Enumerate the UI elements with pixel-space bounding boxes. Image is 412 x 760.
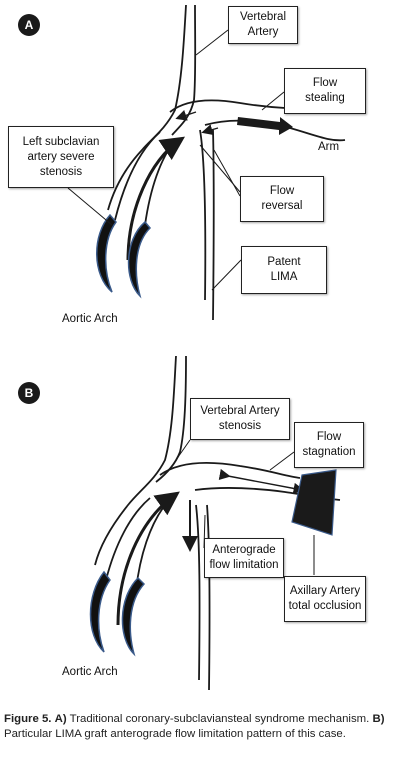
b-lima-right-wall xyxy=(206,504,211,690)
left-subclavian-label: Left subclavian artery severe stenosis xyxy=(8,126,114,188)
b-vertebral-right-wall xyxy=(155,355,187,483)
flow-arrow-a-up xyxy=(126,136,185,261)
panel-b-badge: B xyxy=(18,382,40,404)
flow-stagnation-label: Flow stagnation xyxy=(294,422,364,468)
flow-reversal-arrow-2 xyxy=(201,124,219,136)
aortic-arch-b-label: Aortic Arch xyxy=(62,666,118,678)
b-trunk-left-wall xyxy=(105,497,151,581)
axillary-occlusion-block xyxy=(291,469,337,536)
aortic-arch-a-label: Aortic Arch xyxy=(62,313,118,325)
diagram-canvas xyxy=(67,4,346,690)
flow-stealing-label: Flow stealing xyxy=(284,68,366,114)
anterograde-label: Anterograde flow limitation xyxy=(204,538,284,578)
flow-reversal-label: Flow reversal xyxy=(240,176,324,222)
vertebral-artery-right-wall xyxy=(171,4,197,136)
panel-a-vessels xyxy=(107,4,346,321)
aortic-arch-b xyxy=(89,570,146,657)
trunk-right-wall xyxy=(144,139,176,226)
trunk-left-wall xyxy=(114,131,161,221)
caption-b-text: Particular LIMA graft anterograde flow l… xyxy=(4,728,346,740)
panel-b-leaders xyxy=(175,439,315,575)
lima-left-wall xyxy=(199,129,207,301)
panel-a-leaders xyxy=(67,29,285,291)
b-lima-left-wall xyxy=(195,504,201,681)
arm-label: Arm xyxy=(318,141,340,153)
lima-right-wall xyxy=(212,129,215,321)
vertebral-stenosis-label: Vertebral Artery stenosis xyxy=(190,398,290,440)
caption-a-label: A) xyxy=(54,713,67,725)
vertebral-artery-left-wall xyxy=(107,4,187,211)
patent-lima-label: Patent LIMA xyxy=(241,246,327,294)
figure-caption: Figure 5. A) Traditional coronary-subcla… xyxy=(4,712,408,742)
vertebral-artery-label: Vertebral Artery xyxy=(228,6,298,44)
flow-arrow-b-up xyxy=(116,491,180,626)
aortic-arch-a xyxy=(96,213,152,299)
stagnation-arrow xyxy=(218,468,305,494)
b-vertebral-left-wall xyxy=(94,355,177,566)
flow-stealing-arrow xyxy=(237,117,293,135)
flow-reversal-arrow-1 xyxy=(175,110,197,121)
caption-a-text: Traditional coronary-subclaviansteal syn… xyxy=(69,713,370,725)
caption-figure-label: Figure 5. xyxy=(4,713,52,725)
caption-b-label: B) xyxy=(372,713,385,725)
panel-a-badge: A xyxy=(18,14,40,36)
axillary-occlusion-label: Axillary Artery total occlusion xyxy=(284,576,366,622)
